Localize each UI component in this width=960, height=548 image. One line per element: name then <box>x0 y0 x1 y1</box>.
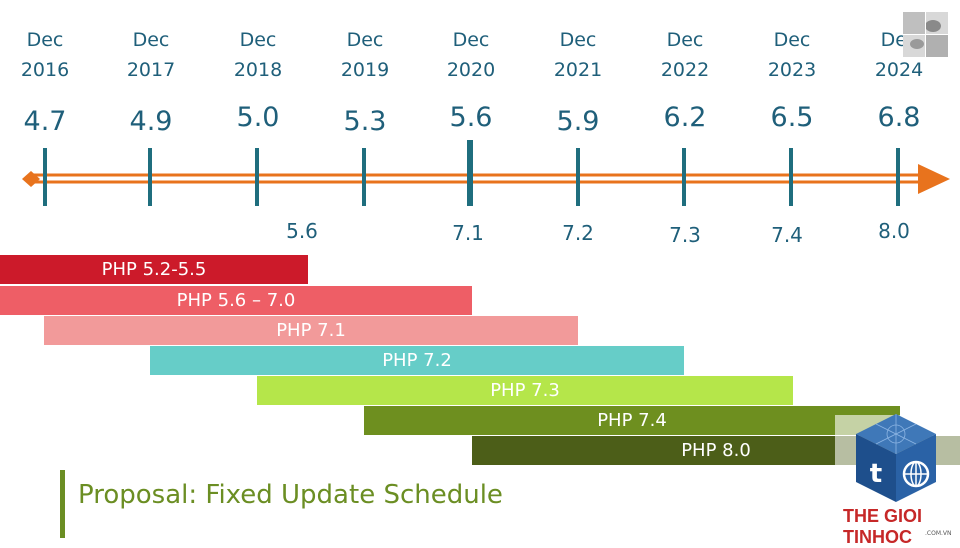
php-bar-5-6-7-0: PHP 5.6 – 7.0 <box>0 286 472 315</box>
php-bar-7-2: PHP 7.2 <box>150 346 684 375</box>
slide-title: Proposal: Fixed Update Schedule <box>78 480 503 510</box>
corner-photo-icon <box>903 12 948 57</box>
svg-text:t: t <box>870 459 882 489</box>
php-version-7-2: 7.2 <box>562 221 594 245</box>
wp-version-5-6: 5.6 <box>449 102 493 133</box>
wp-version-6-8: 6.8 <box>877 102 921 133</box>
tick-2023 <box>789 148 793 206</box>
wp-version-6-5: 6.5 <box>770 102 814 133</box>
tick-2020 <box>467 140 473 206</box>
title-accent-rule <box>60 470 65 538</box>
axis-start-diamond <box>22 171 40 187</box>
php-version-7-1: 7.1 <box>452 221 484 245</box>
wp-version-6-2: 6.2 <box>663 102 707 133</box>
tick-2024 <box>896 148 900 206</box>
php-version-7-4: 7.4 <box>771 223 803 247</box>
wp-version-5-9: 5.9 <box>556 106 600 137</box>
site-logo-domain: .COM.VN <box>925 530 952 537</box>
site-logo-text: THE GIOI TINHOC <box>843 506 923 547</box>
tick-2022 <box>682 148 686 206</box>
tick-2017 <box>148 148 152 206</box>
wp-version-5-3: 5.3 <box>343 106 387 137</box>
timeline-axis <box>22 140 950 206</box>
php-version-7-3: 7.3 <box>669 223 701 247</box>
php-bar-7-3: PHP 7.3 <box>257 376 793 405</box>
tick-2018 <box>255 148 259 206</box>
php-version-5-6: 5.6 <box>286 219 318 243</box>
tick-2019 <box>362 148 366 206</box>
site-logo-cube-icon: t <box>856 414 936 502</box>
php-bar-5-2-5-5: PHP 5.2-5.5 <box>0 255 308 284</box>
wp-version-5-0: 5.0 <box>236 102 280 133</box>
wp-version-4-7: 4.7 <box>23 106 67 137</box>
php-bar-7-4: PHP 7.4 <box>364 406 900 435</box>
wp-version-4-9: 4.9 <box>129 106 173 137</box>
axis-arrow-head <box>918 164 950 194</box>
php-bar-7-1: PHP 7.1 <box>44 316 578 345</box>
tick-2016 <box>43 148 47 206</box>
tick-2021 <box>576 148 580 206</box>
php-version-8-0: 8.0 <box>878 219 910 243</box>
